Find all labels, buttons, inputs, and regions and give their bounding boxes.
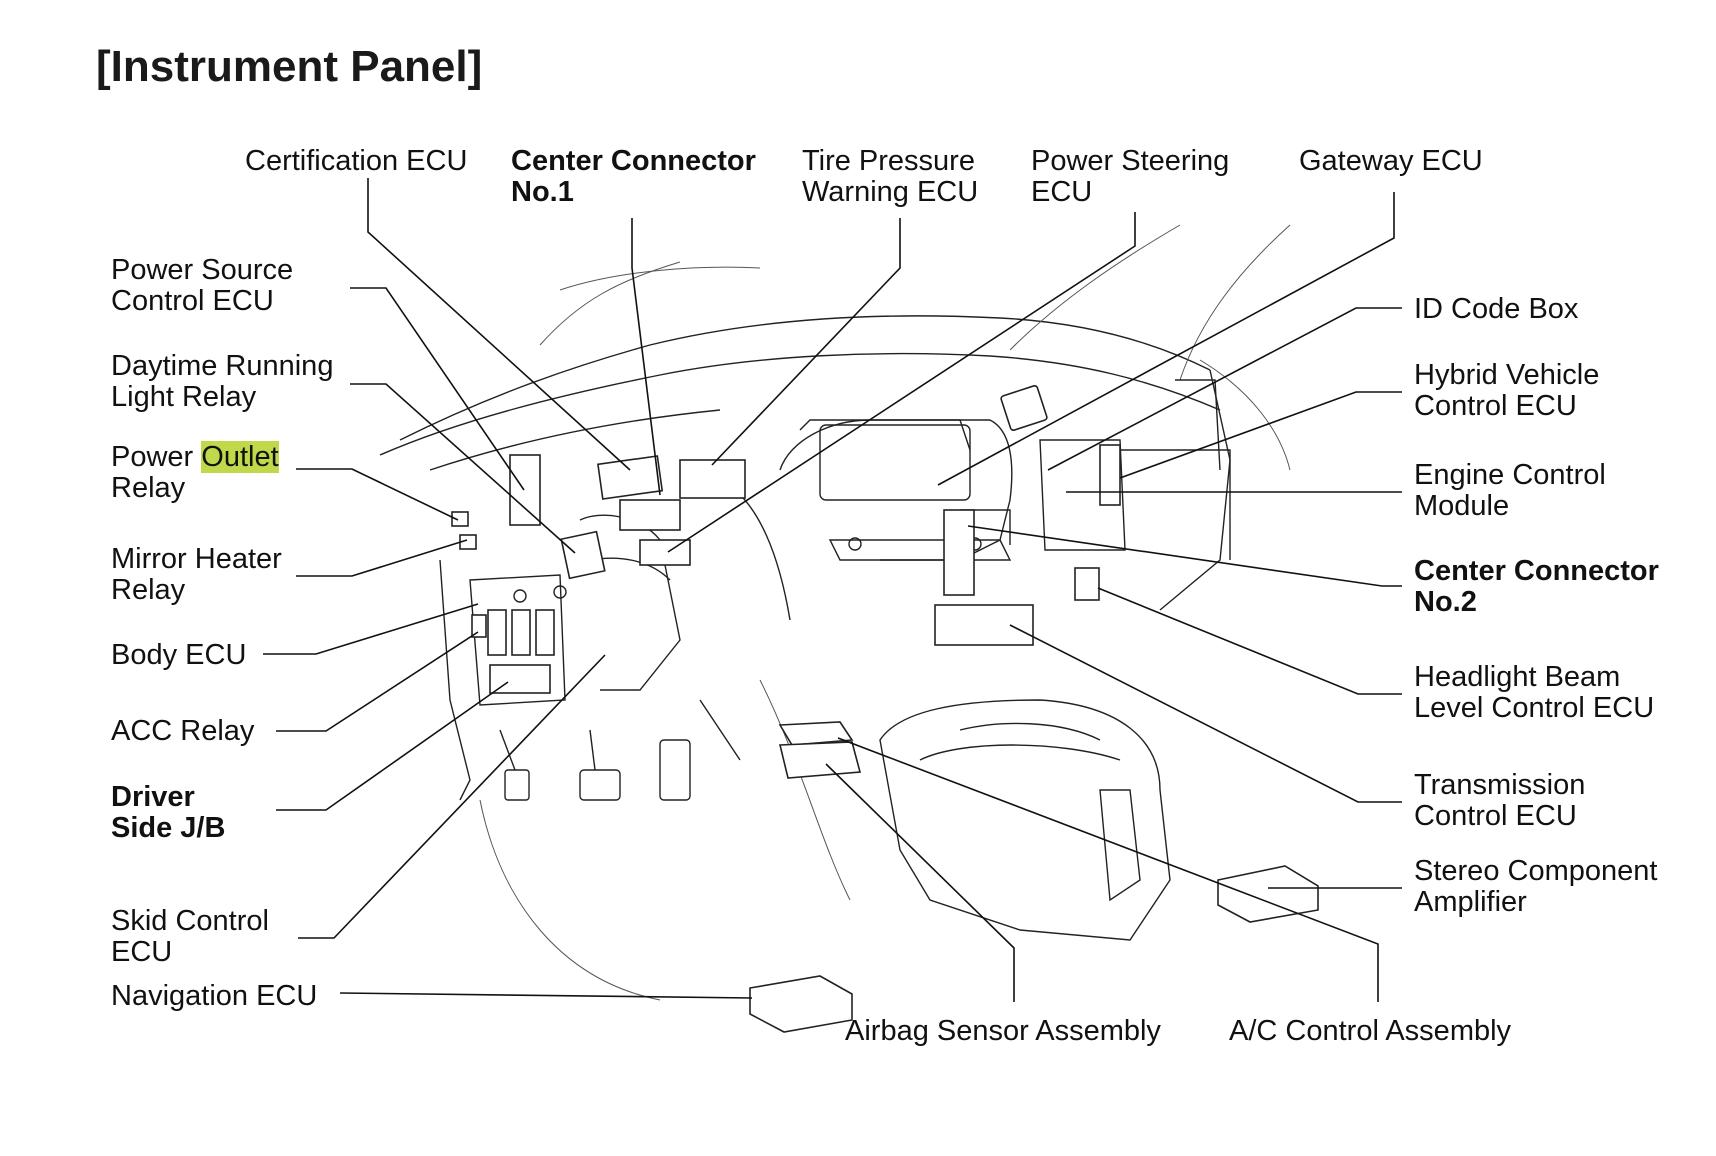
pedals — [499, 729, 691, 801]
label-ac-control-assembly: A/C Control Assembly — [1229, 1015, 1512, 1047]
drl-relay-box — [560, 530, 606, 580]
leader-ac-control — [837, 737, 1379, 1002]
label-airbag-sensor-assembly: Airbag Sensor Assembly — [845, 1015, 1161, 1047]
stereo-amp-box — [1217, 865, 1319, 923]
label-center-connector-no1: Center Connector No.1 — [511, 145, 756, 208]
center-stack — [779, 419, 1013, 561]
leader-skid-control — [298, 654, 606, 939]
leader-airbag — [825, 763, 1015, 1002]
floor-outline — [479, 679, 851, 1001]
leader-id-code-box — [1047, 307, 1402, 471]
right-panel — [1000, 379, 1231, 560]
component-boxes — [451, 454, 1319, 1033]
power-steering-ecu-box — [639, 539, 691, 566]
engine-control-box — [943, 509, 975, 596]
label-power-outlet-suffix: Relay — [111, 472, 186, 504]
center-console — [879, 699, 1171, 941]
power-source-ecu-box — [509, 454, 541, 526]
leader-body-ecu — [263, 603, 479, 655]
power-outlet-relay-box — [451, 511, 469, 527]
steering-column — [579, 479, 791, 761]
label-headlight-beam-level-control-ecu: Headlight Beam Level Control ECU — [1414, 661, 1655, 724]
navigation-ecu-box — [749, 975, 853, 1033]
center-connector-2-box — [1074, 567, 1100, 601]
leader-power-source — [350, 287, 525, 491]
label-power-source-control-ecu: Power Source Control ECU — [111, 254, 294, 317]
leader-drl-relay — [350, 383, 576, 554]
label-power-outlet-relay: Power Outlet Relay — [111, 441, 279, 504]
label-hybrid-vehicle-control-ecu: Hybrid Vehicle Control ECU — [1414, 359, 1600, 422]
label-skid-control-ecu: Skid Control ECU — [111, 905, 269, 968]
leader-power-outlet — [296, 468, 459, 521]
label-navigation-ecu: Navigation ECU — [111, 980, 318, 1012]
label-daytime-running-light-relay: Daytime Running Light Relay — [111, 350, 334, 413]
certification-ecu-box — [597, 455, 664, 500]
label-body-ecu: Body ECU — [111, 639, 247, 671]
leader-transmission — [1009, 624, 1402, 803]
leader-acc-relay — [276, 631, 479, 732]
leader-center-connector-1 — [631, 218, 661, 496]
transmission-ecu-box — [934, 604, 1034, 646]
label-stereo-component-amplifier: Stereo Component Amplifier — [1414, 855, 1658, 918]
label-certification-ecu: Certification ECU — [245, 145, 468, 177]
center-connector-1-box — [619, 499, 681, 531]
label-center-connector-no2: Center Connector No.2 — [1414, 555, 1659, 618]
leader-lines — [263, 178, 1402, 1002]
driver-junction-block — [439, 559, 567, 801]
leader-center-connector-2 — [967, 525, 1402, 587]
airbag-sensor-top — [778, 721, 854, 746]
airbag-sensor-box — [778, 741, 862, 779]
highlighted-outlet-text: Outlet — [201, 441, 279, 473]
leader-tire-pressure — [711, 218, 901, 466]
page-title: [Instrument Panel] — [96, 42, 483, 91]
leader-driver-jb — [276, 681, 509, 811]
label-engine-control-module: Engine Control Module — [1414, 459, 1606, 522]
leader-power-steering — [667, 212, 1136, 553]
leader-navigation-ecu — [339, 992, 753, 999]
label-transmission-control-ecu: Transmission Control ECU — [1414, 769, 1586, 832]
leader-certification-ecu — [367, 178, 631, 471]
dash-outline — [379, 224, 1291, 611]
label-gateway-ecu: Gateway ECU — [1299, 145, 1483, 177]
label-power-steering-ecu: Power Steering ECU — [1031, 145, 1230, 208]
label-acc-relay: ACC Relay — [111, 715, 255, 747]
leader-hybrid-vehicle — [1119, 391, 1402, 479]
leader-headlight-beam — [1097, 587, 1402, 695]
label-tire-pressure-warning-ecu: Tire Pressure Warning ECU — [802, 145, 979, 208]
label-driver-side-jb: Driver Side J/B — [111, 781, 226, 844]
leader-gateway-ecu — [937, 192, 1395, 486]
label-power-outlet-prefix: Power — [111, 441, 202, 473]
label-mirror-heater-relay: Mirror Heater Relay — [111, 543, 282, 606]
leader-mirror-heater — [296, 539, 468, 577]
label-id-code-box: ID Code Box — [1414, 293, 1579, 325]
tire-pressure-ecu-box — [679, 459, 746, 499]
